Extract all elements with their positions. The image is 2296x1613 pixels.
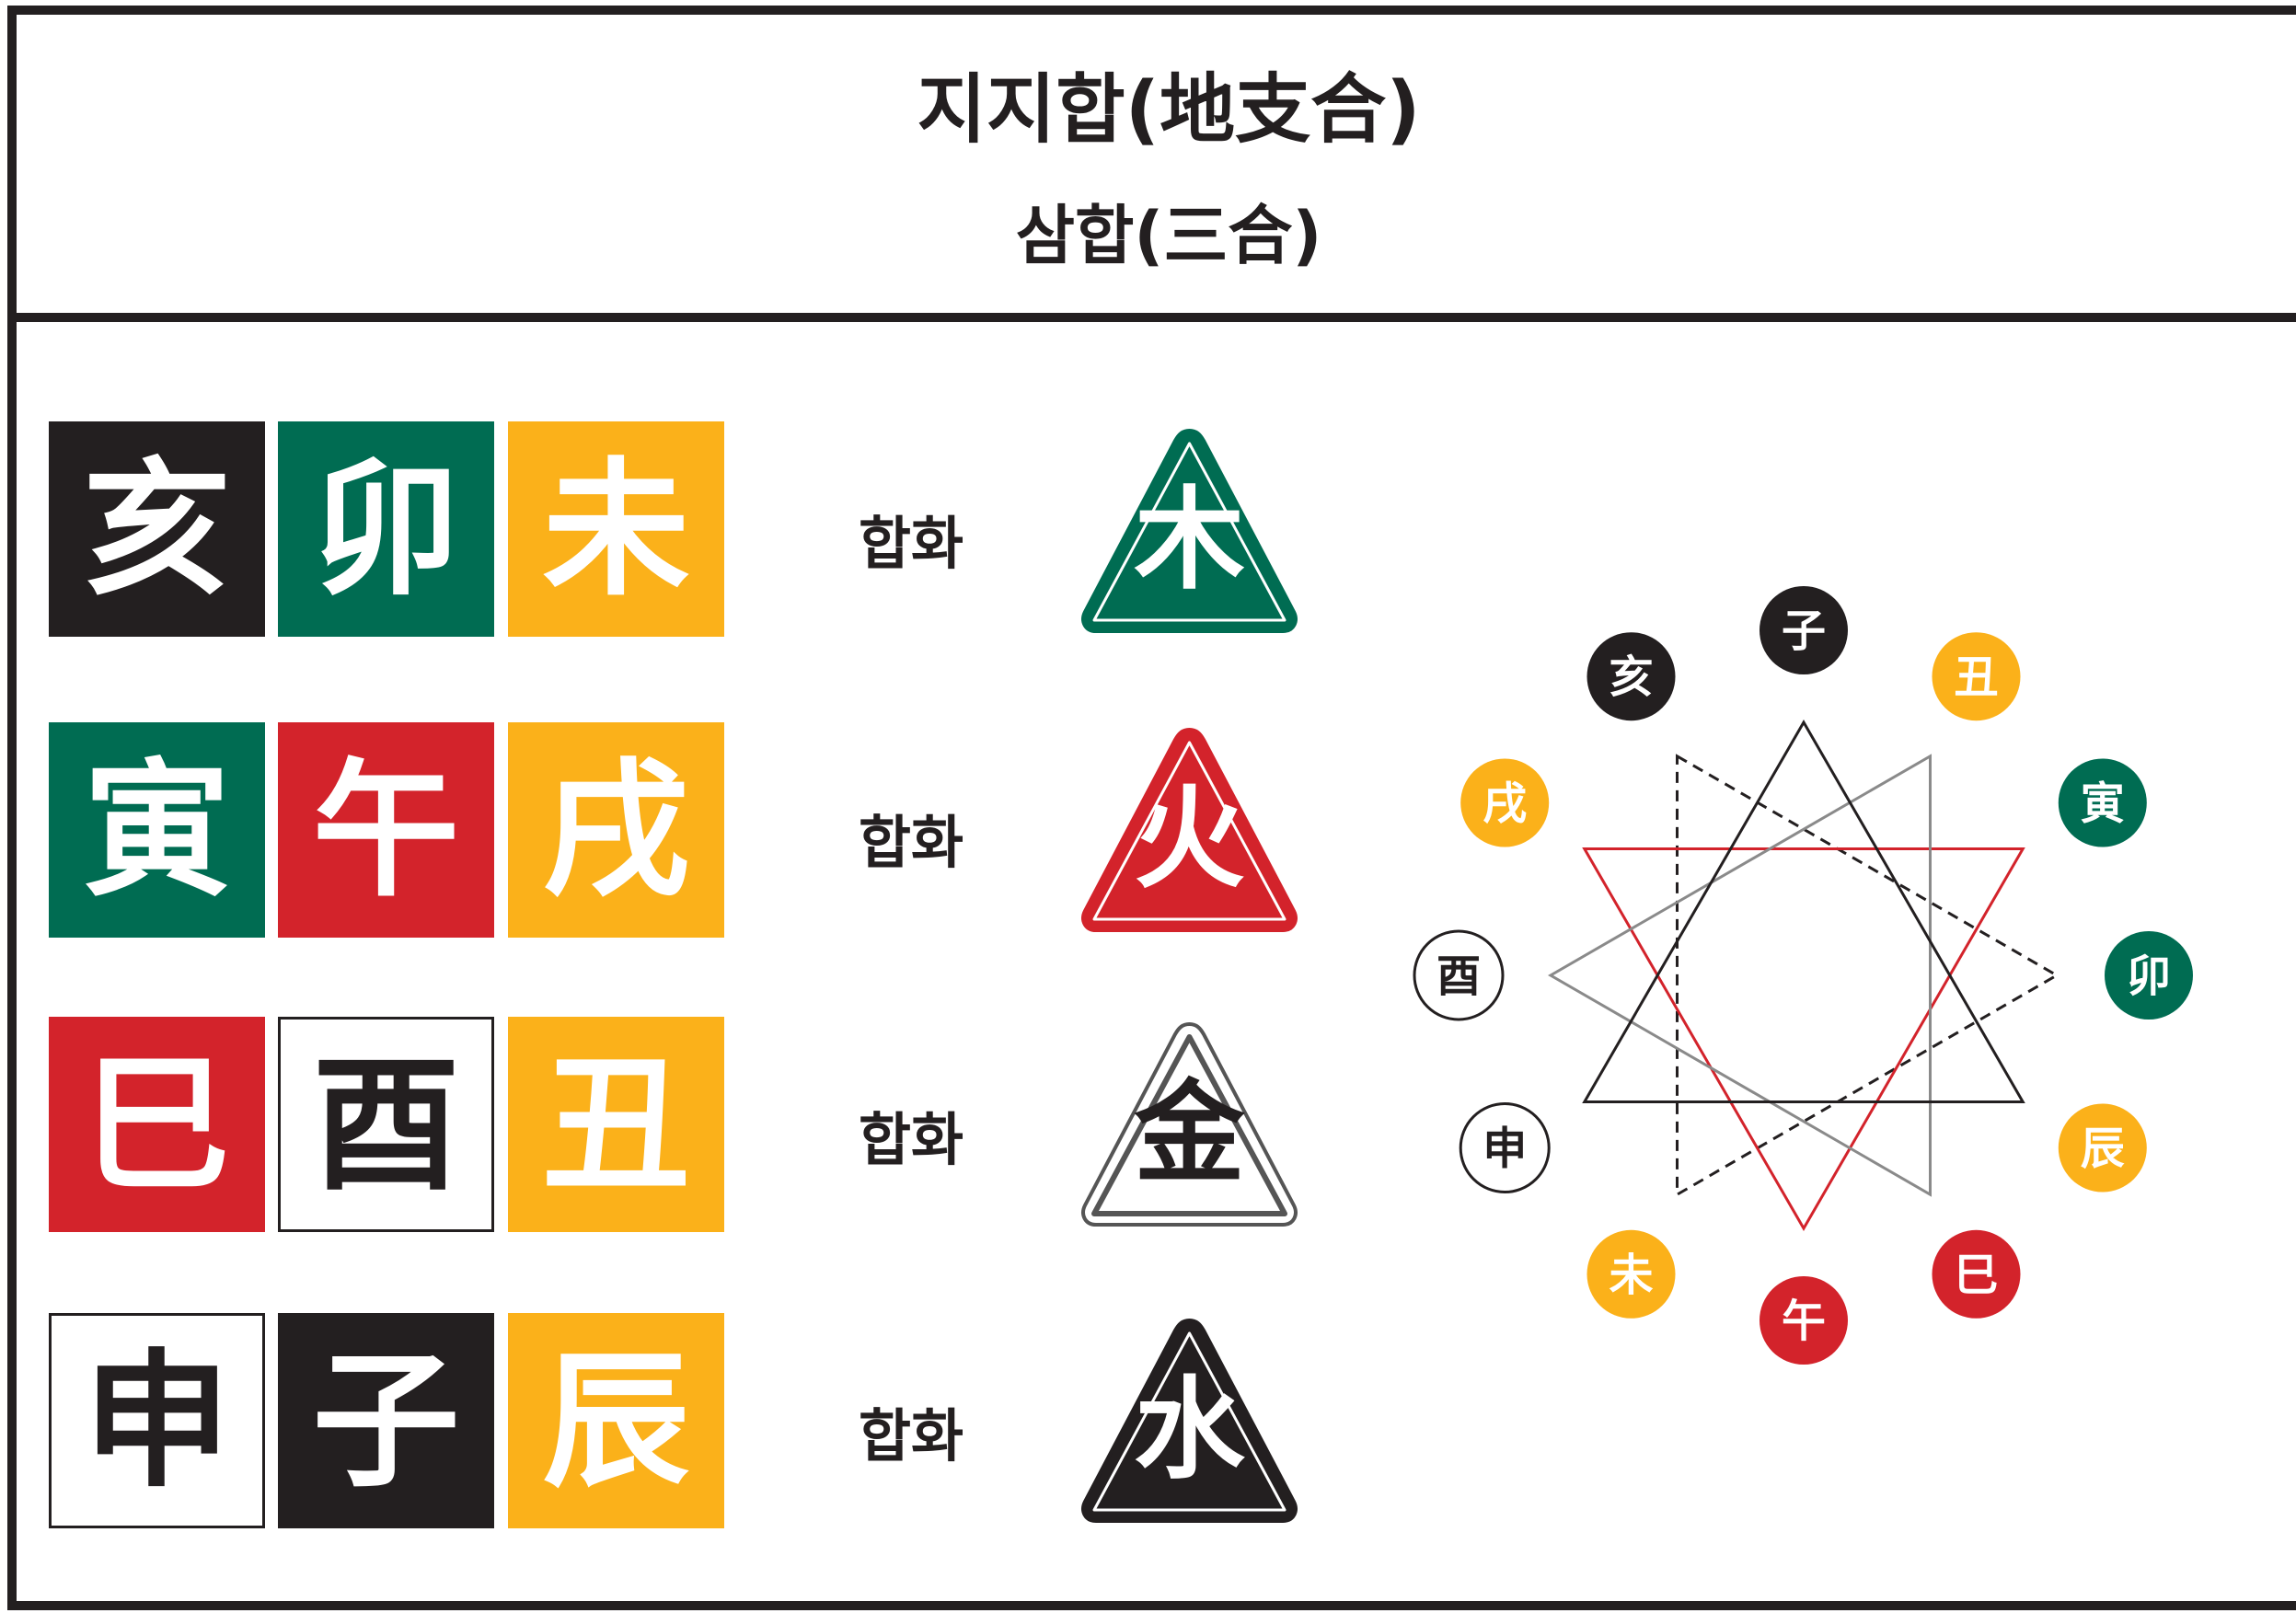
- element-label: 火: [1135, 774, 1245, 904]
- branch-cell: 丑: [508, 1017, 724, 1232]
- triangle-border: [1081, 428, 1298, 633]
- wheel-branch: 辰: [2058, 1103, 2147, 1192]
- wheel-label: 巳: [1954, 1250, 1998, 1301]
- samhap-triangle: [1582, 847, 2025, 1231]
- triangle-inner-line: [1091, 1034, 1287, 1216]
- wheel-label: 辰: [2081, 1123, 2125, 1175]
- wheel-label: 寅: [2081, 778, 2125, 830]
- triangle-border: [1081, 1318, 1298, 1523]
- wheel-label: 亥: [1609, 651, 1653, 703]
- wheel-circle: [1586, 632, 1676, 721]
- wheel-branch: 卯: [2105, 931, 2193, 1020]
- branch-cell: 巳: [49, 1017, 265, 1232]
- wheel-branch: 寅: [2058, 758, 2147, 847]
- wheel-branch: 巳: [1932, 1229, 2021, 1319]
- wheel-branch: 丑: [1932, 632, 2021, 721]
- branch-cell: 亥: [49, 421, 265, 637]
- branch-cell: 卯: [278, 421, 494, 637]
- wheel-branch: 亥: [1586, 632, 1676, 721]
- branch-cell: 辰: [508, 1313, 724, 1528]
- wheel-label: 未: [1609, 1250, 1653, 1301]
- wheel-label: 卯: [2127, 951, 2171, 1002]
- hapwha-label: 합화: [858, 809, 964, 876]
- wheel-label: 酉: [1436, 951, 1481, 1002]
- wheel-label: 子: [1782, 605, 1826, 657]
- wheel-circle: [2105, 931, 2193, 1020]
- branch-cell: 子: [278, 1313, 494, 1528]
- element-triangle: 火: [1077, 722, 1302, 939]
- wheel-branch: 子: [1759, 586, 1848, 674]
- wheel-branch: 戌: [1460, 758, 1550, 847]
- outer-frame: [7, 6, 2296, 1610]
- wheel-label: 申: [1483, 1123, 1527, 1175]
- triangle-border: [1081, 727, 1298, 932]
- element-triangle: 金: [1077, 1017, 1302, 1233]
- wheel-branch: 申: [1459, 1102, 1551, 1193]
- page-subtitle: 삼합(三合): [1015, 198, 1322, 273]
- wheel-label: 戌: [1483, 778, 1527, 830]
- hapwha-label: 합화: [858, 1106, 964, 1173]
- branch-cell: 未: [508, 421, 724, 637]
- samhap-triangle: [1676, 754, 2059, 1197]
- triangle-inner-line: [1092, 1331, 1286, 1512]
- hapwha-label: 합화: [858, 1402, 964, 1469]
- wheel-circle: [1459, 1102, 1551, 1193]
- hapwha-label: 합화: [858, 510, 964, 577]
- branch-cell: 申: [49, 1313, 265, 1528]
- samhap-triangle: [1548, 754, 1932, 1197]
- samhap-triangle: [1582, 720, 2025, 1103]
- branch-cell: 寅: [49, 722, 265, 938]
- page-title: 지지합(地支合): [917, 66, 1421, 154]
- branch-cell: 戌: [508, 722, 724, 938]
- wheel-circle: [2058, 758, 2147, 847]
- wheel-label: 丑: [1954, 651, 1998, 703]
- wheel-circle: [1586, 1229, 1676, 1319]
- wheel-circle: [1932, 1229, 2021, 1319]
- element-label: 木: [1135, 475, 1245, 605]
- wheel-circle: [1460, 758, 1550, 847]
- wheel-circle: [2058, 1103, 2147, 1192]
- wheel-circle: [1413, 929, 1505, 1021]
- triangle-inner-line: [1092, 442, 1286, 622]
- wheel-branch: 午: [1759, 1276, 1848, 1365]
- wheel-circle: [1759, 586, 1848, 674]
- element-label: 水: [1135, 1365, 1246, 1494]
- wheel-branch: 酉: [1413, 929, 1505, 1021]
- branch-cell: 酉: [278, 1017, 494, 1232]
- triangle-inner-line: [1092, 741, 1286, 921]
- wheel-label: 午: [1782, 1296, 1826, 1347]
- element-label: 金: [1134, 1068, 1246, 1198]
- wheel-circle: [1932, 632, 2021, 721]
- element-triangle: 水: [1077, 1313, 1302, 1529]
- branch-cell: 午: [278, 722, 494, 938]
- element-triangle: 木: [1077, 423, 1302, 639]
- header-divider: [7, 313, 2296, 322]
- wheel-circle: [1759, 1276, 1848, 1365]
- wheel-branch: 未: [1586, 1229, 1676, 1319]
- triangle-border: [1081, 1021, 1298, 1227]
